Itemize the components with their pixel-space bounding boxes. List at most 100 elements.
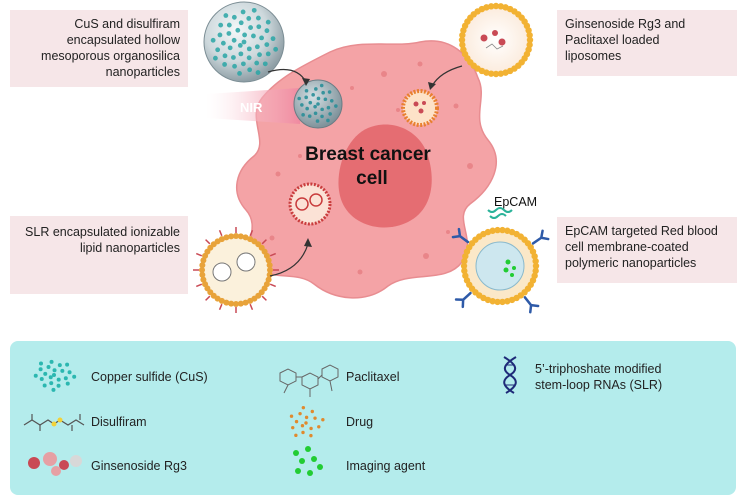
decor-dot	[320, 107, 324, 112]
decor-dot	[63, 376, 68, 381]
decor-dot	[294, 433, 298, 438]
decor-dot	[462, 272, 469, 279]
decor-dot	[38, 367, 43, 372]
callout-line: lipid nanoparticles	[79, 241, 180, 255]
decor-dot	[291, 425, 295, 430]
decor-dot	[241, 39, 247, 45]
legend-label-slr-line1: 5’-triphoshate modified	[535, 362, 662, 376]
decor-dot	[39, 376, 44, 381]
decor-dot	[323, 97, 328, 102]
lipid-tail	[269, 283, 277, 288]
lipid-nanoparticle-in-cell-icon	[288, 182, 332, 226]
decor-dot	[295, 468, 301, 474]
decor-dot	[52, 373, 56, 377]
decor-dot	[327, 90, 332, 94]
decor-dot	[265, 276, 272, 283]
decor-dot	[492, 70, 500, 78]
decor-dot	[238, 51, 244, 57]
decor-dot	[504, 298, 511, 305]
decor-dot	[240, 9, 246, 15]
decor-dot	[334, 104, 338, 108]
decor-dot	[494, 298, 501, 306]
callout-line: nanoparticles	[105, 65, 180, 79]
mesoporous-nanoparticle-in-cell-icon	[293, 79, 343, 129]
decor-dot	[42, 383, 47, 388]
lipid-tail	[261, 239, 267, 245]
lipid-tail	[218, 303, 223, 311]
lipid-tail	[218, 229, 223, 237]
antibody-icon	[454, 291, 472, 309]
decor-dot	[57, 363, 62, 368]
decor-dot	[311, 93, 315, 97]
cell-title-line2: cell	[356, 168, 388, 189]
decor-dot	[56, 377, 61, 382]
decor-dot	[262, 61, 268, 67]
decor-dot	[264, 28, 270, 34]
decor-dot	[237, 233, 244, 240]
decor-dot	[215, 47, 221, 53]
legend-label-rg3: Ginsenoside Rg3	[91, 459, 187, 473]
decor-dot	[319, 83, 324, 88]
antibody-icon	[451, 227, 470, 244]
decor-dot	[223, 234, 230, 241]
decor-dot	[248, 25, 253, 30]
decor-dot	[246, 46, 252, 52]
decor-dot	[242, 32, 248, 38]
callout-lipid-nanoparticles: SLR encapsulated ionizable lipid nanopar…	[10, 216, 188, 294]
decor-dot	[461, 267, 468, 275]
decor-dot	[263, 252, 270, 259]
decor-dot	[300, 424, 305, 428]
decor-dot	[304, 415, 309, 420]
decor-dot	[233, 301, 239, 307]
decor-dot	[217, 32, 223, 38]
lipid-tail	[195, 283, 203, 288]
cell-nucleus	[338, 124, 432, 228]
callout-line: liposomes	[565, 49, 622, 63]
lipid-tail	[249, 229, 254, 237]
decor-dot	[460, 262, 468, 270]
decor-dot	[52, 368, 57, 373]
decor-dot	[301, 405, 306, 410]
decor-dot	[242, 234, 249, 241]
decor-dot	[499, 298, 506, 306]
decor-dot	[492, 2, 500, 10]
decor-dot	[532, 257, 539, 265]
decor-dot	[316, 96, 321, 101]
decor-dot	[487, 3, 495, 10]
decor-dot	[310, 409, 315, 414]
decor-dot	[305, 106, 309, 111]
decor-dot	[255, 70, 261, 75]
epcam-label: EpCAM	[494, 195, 537, 209]
decor-dot	[222, 62, 228, 67]
decor-dot	[257, 52, 262, 58]
callout-line: Paclitaxel loaded	[565, 33, 660, 47]
decor-dot	[293, 450, 299, 456]
decor-dot	[301, 430, 305, 435]
decor-dot	[328, 112, 332, 116]
decor-dot	[307, 470, 313, 476]
decor-dot	[294, 419, 299, 424]
drug-icon	[289, 405, 325, 438]
legend-panel: Copper sulfide (CuS) Disulfiram Ginsenos…	[10, 341, 736, 495]
decor-dot	[247, 67, 253, 73]
decor-dot	[315, 119, 320, 123]
arrow-lipid-nanoparticle	[269, 243, 309, 277]
decor-dot	[313, 104, 317, 109]
decor-dot	[329, 98, 334, 103]
decor-dot	[526, 36, 534, 44]
cytoplasm-granules	[269, 61, 473, 275]
callout-mesoporous-nanoparticles: CuS and disulfiram encapsulated hollow m…	[10, 10, 188, 87]
decor-dot	[304, 95, 308, 100]
decor-dot	[307, 114, 312, 118]
decor-dot	[311, 456, 317, 462]
stem-loop-rna-icon	[503, 356, 517, 394]
decor-dot	[246, 55, 252, 61]
decor-dot	[304, 421, 308, 425]
callout-line: encapsulated hollow	[66, 33, 180, 47]
decor-dot	[49, 381, 54, 386]
decor-dot	[526, 31, 533, 39]
decor-dot	[46, 365, 51, 370]
decor-dot	[301, 113, 305, 117]
decor-dot	[237, 70, 242, 76]
cell-title-line1: Breast cancer	[305, 144, 431, 165]
